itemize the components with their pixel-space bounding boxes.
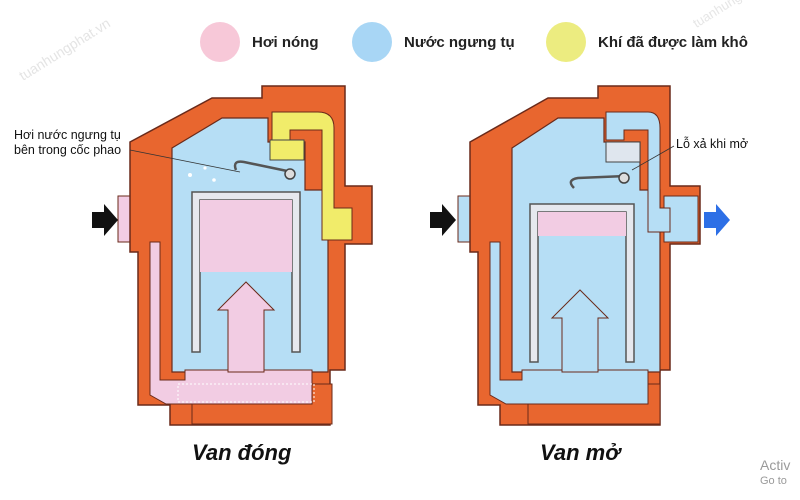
caption-valve-open: Van mở xyxy=(540,440,620,465)
caption-valve-closed: Van đóng xyxy=(192,440,292,465)
bottom-grid-closed xyxy=(177,383,315,403)
outlet-pipe-open xyxy=(663,195,699,243)
legend-label-dry-gas: Khí đã được làm khô xyxy=(598,33,748,51)
watermark-activate: Activ xyxy=(760,457,791,473)
legend: Hơi nóng Nước ngưng tụ Khí đã được làm k… xyxy=(0,22,800,62)
float-cup-closed xyxy=(191,191,301,353)
inlet-arrow-open xyxy=(430,204,456,236)
annot-leader-open xyxy=(631,145,675,171)
legend-swatch-hot-steam xyxy=(200,22,240,62)
outlet-arrow-open xyxy=(704,204,730,236)
steam-in-cup-open xyxy=(538,212,626,236)
lever-pivot-open xyxy=(618,172,630,184)
bubble-3 xyxy=(212,178,216,182)
top-outlet-passage xyxy=(605,111,671,233)
valve-head-open xyxy=(605,141,641,163)
standpipe-open xyxy=(550,289,610,373)
steam-in-cup-closed xyxy=(200,200,292,272)
inlet-arrow-closed xyxy=(92,204,118,236)
lever-open xyxy=(569,174,627,189)
legend-label-hot-steam: Hơi nóng xyxy=(252,33,319,51)
annot-leader-closed xyxy=(129,149,241,173)
trap-closed xyxy=(117,85,373,426)
legend-label-condensate: Nước ngưng tụ xyxy=(404,33,515,51)
dry-gas-pipe xyxy=(271,111,353,241)
bubble-1 xyxy=(188,173,192,177)
valve-head-closed xyxy=(269,139,305,161)
bubble-2 xyxy=(203,166,207,170)
annotation-steam-inside-cup: Hơi nước ngưng tụ bên trong cốc phao xyxy=(14,128,122,157)
lever-closed xyxy=(233,160,293,174)
legend-swatch-dry-gas xyxy=(546,22,586,62)
float-cup-open xyxy=(529,203,635,363)
watermark-goto: Go to xyxy=(760,475,787,487)
legend-item-condensate: Nước ngưng tụ xyxy=(352,22,515,62)
lever-pivot-closed xyxy=(284,168,296,180)
standpipe-closed xyxy=(216,281,276,373)
legend-item-hot-steam: Hơi nóng xyxy=(200,22,318,62)
annotation-discharge-hole: Lỗ xả khi mở xyxy=(676,137,749,151)
legend-item-dry-gas: Khí đã được làm khô xyxy=(546,22,748,62)
trap-open xyxy=(457,85,701,426)
legend-swatch-condensate xyxy=(352,22,392,62)
